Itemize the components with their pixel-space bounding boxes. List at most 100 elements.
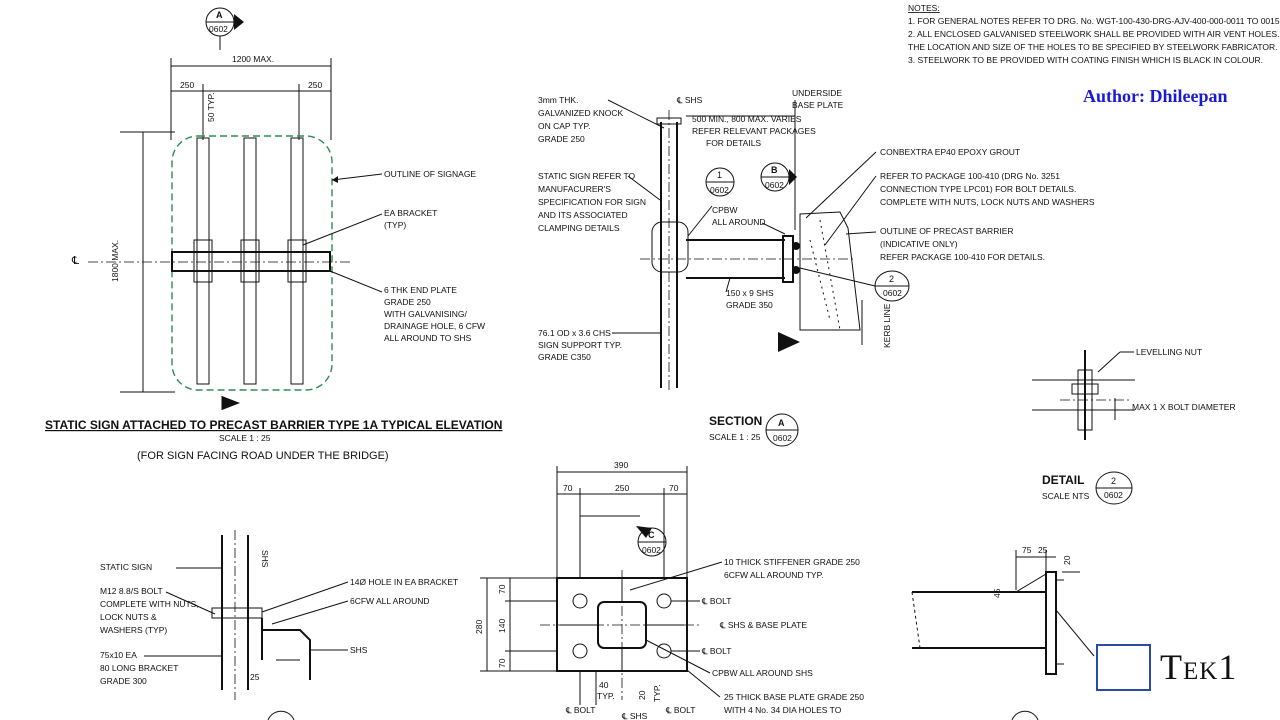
dim-70-bot: 70	[497, 658, 507, 668]
label-pkg-2: CONNECTION TYPE LPC01) FOR BOLT DETAILS.	[880, 184, 1076, 194]
section-view: KERB LINE ℄ SHS UNDERSIDE BASE PLATE 500…	[538, 88, 1095, 447]
elevation-scale: SCALE 1 : 25	[219, 433, 271, 443]
label-static-3: SPECIFICATION FOR SIGN	[538, 197, 646, 207]
dim-390: 390	[614, 460, 628, 470]
label-barrier-1: OUTLINE OF PRECAST BARRIER	[880, 226, 1014, 236]
detail-marker-2: 2 0602	[874, 270, 910, 302]
label-static-2: MANUFACURER'S	[538, 184, 611, 194]
marker1-num: 1	[717, 170, 722, 180]
dim-70-left: 70	[563, 483, 573, 493]
note-2b: THE LOCATION AND SIZE OF THE HOLES TO BE…	[908, 42, 1278, 52]
dim-40-typ: TYP.	[597, 691, 615, 701]
label-vary-2: REFER RELEVANT PACKAGES	[692, 126, 816, 136]
label-knock-3: ON CAP TYP.	[538, 121, 590, 131]
label-pkg-1: REFER TO PACKAGE 100-410 (DRG No. 3251	[880, 171, 1060, 181]
label-plate-4: DRAINAGE HOLE, 6 CFW	[384, 321, 485, 331]
dim-70-right: 70	[669, 483, 679, 493]
label-shs-baseplate: ℄ SHS & BASE PLATE	[719, 620, 807, 630]
dim-25: 25	[250, 672, 260, 682]
label-ea-bracket-1: EA BRACKET	[384, 208, 437, 218]
label-base-1: 25 THICK BASE PLATE GRADE 250	[724, 692, 864, 702]
label-shs-cl: ℄ SHS	[676, 95, 703, 105]
markerB-letter: B	[771, 165, 778, 175]
cl-shs: ℄ SHS	[621, 711, 648, 720]
dim-280: 280	[474, 620, 484, 634]
label-cpbw-shs: CPBW ALL AROUND SHS	[712, 668, 813, 678]
label-cpbw-2: ALL AROUND	[712, 217, 766, 227]
notes-heading: NOTES:	[908, 3, 940, 13]
label-chs-2: SIGN SUPPORT TYP.	[538, 340, 622, 350]
dim-250-right: 250	[308, 80, 322, 90]
marker2-ref: 0602	[883, 288, 902, 298]
dim-250: 250	[615, 483, 629, 493]
dim-50-typ: 50 TYP.	[206, 93, 216, 122]
detail2-marker: 2	[1111, 476, 1116, 486]
label-barrier-2: (INDICATIVE ONLY)	[880, 239, 958, 249]
label-static-4: AND ITS ASSOCIATED	[538, 210, 628, 220]
section-title-ref: 0602	[773, 433, 792, 443]
marker-ref: 0602	[209, 24, 228, 34]
dim-75: 75	[1022, 545, 1032, 555]
label-grout: CONBEXTRA EP40 EPOXY GROUT	[880, 147, 1020, 157]
label-ea-1: 75x10 EA	[100, 650, 137, 660]
markerC-ref: 0602	[642, 545, 661, 555]
label-plate-3: WITH GALVANISING/	[384, 309, 467, 319]
elevation-title: STATIC SIGN ATTACHED TO PRECAST BARRIER …	[45, 418, 502, 432]
section-marker-b: B 0602	[760, 162, 797, 192]
label-knock-2: GALVANIZED KNOCK	[538, 108, 624, 118]
base-plate-plan: 390 70 250 70 C 0602 280	[474, 460, 864, 720]
section-scale: SCALE 1 : 25	[709, 432, 761, 442]
centerline-symbol: ℄	[71, 255, 79, 267]
detail-3-view: 75 25 20 45	[911, 545, 1095, 675]
label-levelling-nut: LEVELLING NUT	[1136, 347, 1202, 357]
section-title-marker: A	[778, 418, 785, 428]
detail-marker-1: 1 0602	[705, 167, 735, 197]
dim-20: 20	[637, 690, 647, 700]
dim-40: 40	[599, 680, 609, 690]
label-plate-2: GRADE 250	[384, 297, 431, 307]
dim-250-left: 250	[180, 80, 194, 90]
label-bolt-bot: ℄ BOLT	[701, 646, 731, 656]
marker2-num: 2	[889, 274, 894, 284]
label-bolt-1: M12 8.8/S BOLT	[100, 586, 163, 596]
dim-25-d3: 25	[1038, 545, 1048, 555]
label-shs: SHS	[350, 645, 368, 655]
label-chs-3: GRADE C350	[538, 352, 591, 362]
section-title: SECTION	[709, 414, 762, 428]
section-marker-a: A 0602	[205, 7, 244, 50]
label-bolt-3: LOCK NUTS &	[100, 612, 157, 622]
dim-20-typ: TYP.	[652, 684, 662, 702]
detail2-scale: SCALE NTS	[1042, 491, 1090, 501]
post-middle	[243, 137, 257, 385]
signage-outline	[171, 135, 333, 391]
markerC-letter: C	[648, 530, 655, 540]
label-6cfw: 6CFW ALL AROUND	[350, 596, 430, 606]
label-vary-1: 500 MIN., 800 MAX. VARIES	[692, 114, 802, 124]
note-3: 3. STEELWORK TO BE PROVIDED WITH COATING…	[908, 55, 1263, 65]
section-marker-c: C 0602	[580, 515, 667, 557]
ea-bracket	[261, 618, 311, 680]
dim-20-d3: 20	[1062, 555, 1072, 565]
marker1-ref: 0602	[710, 185, 729, 195]
label-static-sign: STATIC SIGN	[100, 562, 152, 572]
label-vary-3: FOR DETAILS	[706, 138, 761, 148]
author-credit: Author: Dhileepan	[1083, 86, 1228, 106]
note-1: 1. FOR GENERAL NOTES REFER TO DRG. No. W…	[908, 16, 1280, 26]
label-stiffener-2: 6CFW ALL AROUND TYP.	[724, 570, 824, 580]
label-static-1: STATIC SIGN REFER TO	[538, 171, 636, 181]
post-left	[196, 137, 210, 385]
label-barrier-3: REFER PACKAGE 100-410 FOR DETAILS.	[880, 252, 1045, 262]
detail2-title: DETAIL	[1042, 473, 1084, 487]
label-knock-1: 3mm THK.	[538, 95, 578, 105]
notes-block: NOTES: 1. FOR GENERAL NOTES REFER TO DRG…	[908, 3, 1280, 65]
marker-letter: A	[216, 10, 223, 20]
elevation-subtitle: (FOR SIGN FACING ROAD UNDER THE BRIDGE)	[137, 450, 389, 462]
horizontal-shs	[171, 251, 331, 272]
post-right	[290, 137, 304, 385]
dim-45: 45	[992, 588, 1002, 598]
label-plate-5: ALL AROUND TO SHS	[384, 333, 472, 343]
label-plate-1: 6 THK END PLATE	[384, 285, 457, 295]
label-ea-bracket-2: (TYP)	[384, 220, 406, 230]
tek1-logo-text: Tek1	[1160, 647, 1238, 687]
